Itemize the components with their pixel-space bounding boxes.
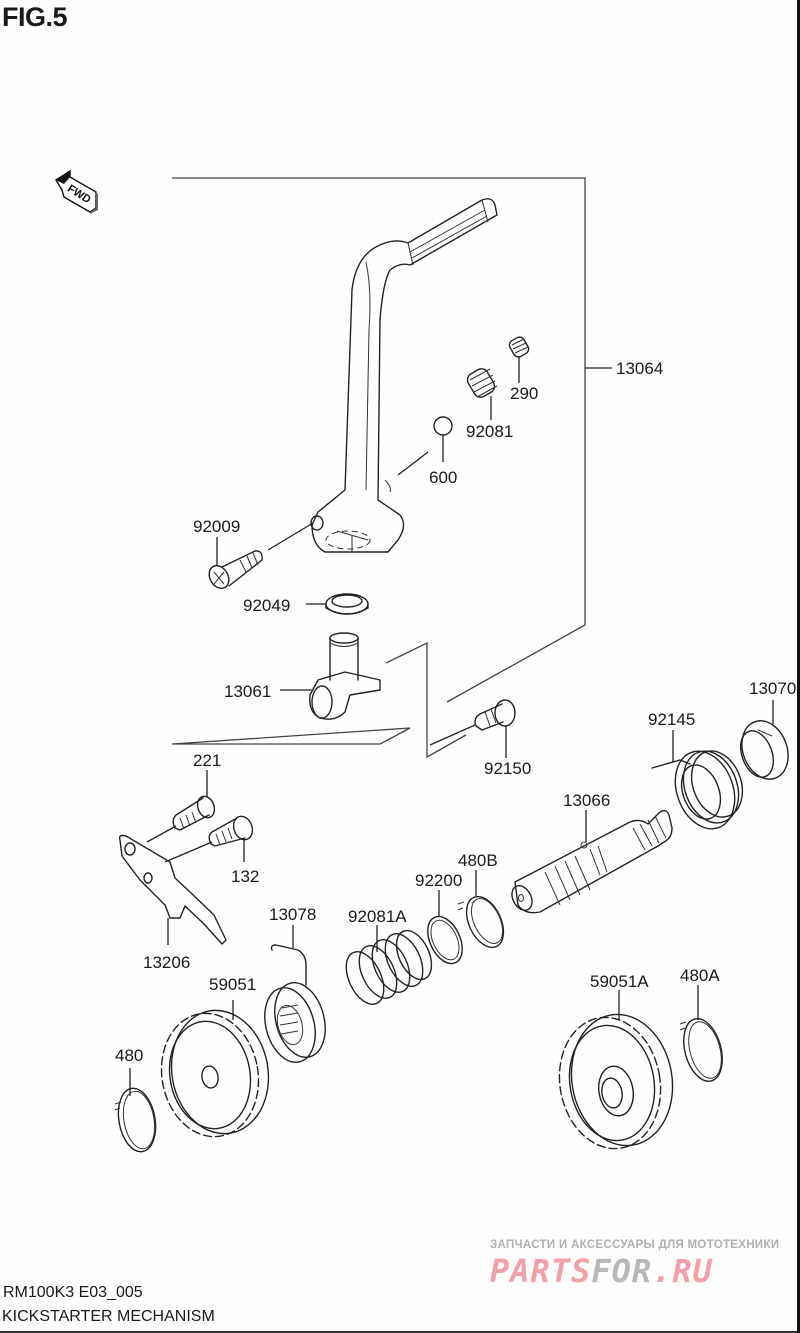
watermark-logo-part2: FOR [591, 1252, 653, 1290]
screw-92009 [208, 550, 263, 590]
callout-132[interactable]: 132 [231, 867, 259, 886]
callout-92200[interactable]: 92200 [415, 871, 462, 890]
callout-92081[interactable]: 92081 [466, 422, 513, 441]
right-border [797, 0, 800, 1333]
lever-boss-13061 [309, 632, 381, 720]
kick-shaft-13066 [511, 809, 673, 914]
callout-600[interactable]: 600 [429, 468, 457, 487]
fwd-arrow-icon: FWD [55, 169, 98, 214]
callout-59051A[interactable]: 59051A [590, 972, 649, 991]
callout-92081A[interactable]: 92081A [348, 907, 407, 926]
bolt-132 [208, 815, 254, 847]
spring-92081 [466, 368, 498, 398]
callout-290[interactable]: 290 [510, 384, 538, 403]
screw-221 [172, 795, 216, 831]
return-spring-92145 [651, 750, 744, 830]
callout-480B[interactable]: 480B [458, 851, 498, 870]
ratchet-spring-92081A [345, 929, 433, 1005]
watermark-logo-part1: PARTS [490, 1252, 592, 1290]
callout-221[interactable]: 221 [193, 751, 221, 770]
model-code: RM100K3 E03_005 [3, 1284, 143, 1301]
washer-92200 [427, 915, 463, 965]
callout-92049[interactable]: 92049 [243, 596, 290, 615]
callout-13206[interactable]: 13206 [143, 953, 190, 972]
callout-92150[interactable]: 92150 [484, 759, 531, 778]
ratchet-13078 [264, 944, 326, 1063]
section-name: KICKSTARTER MECHANISM [2, 1308, 215, 1325]
spring-guide-13070 [739, 720, 789, 780]
callout-480A[interactable]: 480A [680, 966, 720, 985]
callout-480[interactable]: 480 [115, 1046, 143, 1065]
stopper-plate-13206 [118, 834, 227, 945]
callout-13070[interactable]: 13070 [749, 679, 796, 698]
callout-92009[interactable]: 92009 [193, 517, 240, 536]
callout-59051[interactable]: 59051 [209, 975, 256, 994]
kick-gear-59051 [160, 1009, 270, 1138]
idle-gear-59051A [558, 1013, 674, 1150]
assembly-box-outline [171, 177, 586, 759]
circlip-480 [114, 1087, 157, 1153]
bottom-divider [0, 1331, 800, 1333]
ball-600 [433, 416, 453, 436]
callout-labels: 13064 290 92081 600 92009 92049 13061 92… [115, 359, 796, 1065]
circlip-480B [457, 895, 505, 949]
callout-13061[interactable]: 13061 [224, 682, 271, 701]
watermark-logo-part3: .RU [652, 1252, 713, 1290]
watermark-tagline: ЗАПЧАСТИ И АКСЕССУАРЫ ДЛЯ МОТОТЕХНИКИ [490, 1239, 780, 1251]
figure-title: FIG.5 [2, 2, 68, 32]
small-spring-290 [508, 336, 530, 358]
leader-lines [129, 356, 774, 1096]
callout-92145[interactable]: 92145 [648, 710, 695, 729]
kick-lever [310, 198, 498, 553]
circlip-480A [679, 1018, 723, 1082]
callout-13066[interactable]: 13066 [563, 791, 610, 810]
callout-13064[interactable]: 13064 [616, 359, 663, 378]
oil-seal-92049 [325, 593, 369, 615]
bolt-92150 [474, 699, 516, 731]
watermark-logo: PARTSFOR.RU [490, 1252, 713, 1290]
callout-13078[interactable]: 13078 [269, 905, 316, 924]
